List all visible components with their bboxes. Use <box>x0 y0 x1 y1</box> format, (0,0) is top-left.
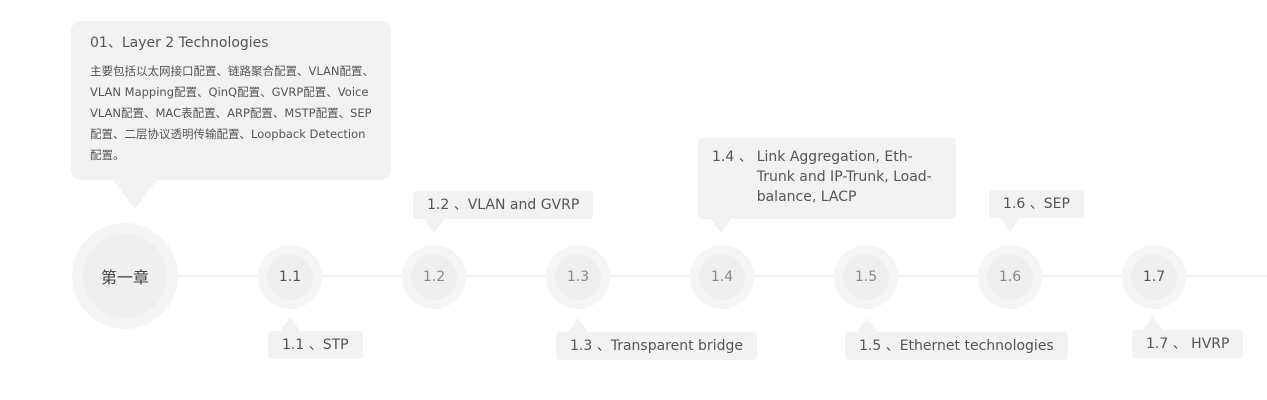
bubble-pointer <box>857 318 877 332</box>
bubble-pointer <box>711 219 731 233</box>
node-1-2[interactable]: 1.2 <box>402 245 466 309</box>
chapter-description: 主要包括以太网接口配置、链路聚合配置、VLAN配置、VLAN Mapping配置… <box>90 64 375 162</box>
node-label: 1.2 <box>411 254 457 300</box>
chapter-node[interactable]: 第一章 <box>72 223 178 329</box>
topic-1-1-label: 1.1 、STP <box>282 337 349 353</box>
chapter-label: 第一章 <box>83 234 167 318</box>
topic-1-4-label: Link Aggregation, Eth-Trunk and IP-Trunk… <box>756 149 932 205</box>
topic-1-3-label: 1.3 、Transparent bridge <box>570 338 743 354</box>
topic-1-5-bubble: 1.5 、Ethernet technologies <box>845 318 1068 360</box>
node-label: 1.7 <box>1131 254 1177 300</box>
topic-1-2-bubble: 1.2 、VLAN and GVRP <box>413 191 594 233</box>
topic-1-3-bubble: 1.3 、Transparent bridge <box>556 318 757 360</box>
node-1-4[interactable]: 1.4 <box>690 245 754 309</box>
topic-1-2-label: 1.2 、VLAN and GVRP <box>427 197 580 213</box>
topic-1-4-bubble: 1.4 、 Link Aggregation, Eth-Trunk and IP… <box>698 138 956 233</box>
node-label: 1.6 <box>987 254 1033 300</box>
topic-1-7-bubble: 1.7 、 HVRP <box>1132 316 1244 358</box>
node-1-5[interactable]: 1.5 <box>834 245 898 309</box>
chapter-summary-bubble: 01、Layer 2 Technologies 主要包括以太网接口配置、链路聚合… <box>71 21 391 209</box>
node-label: 1.5 <box>843 254 889 300</box>
node-1-7[interactable]: 1.7 <box>1122 245 1186 309</box>
topic-1-6-label: 1.6 、SEP <box>1003 196 1070 212</box>
node-label: 1.3 <box>555 254 601 300</box>
node-1-6[interactable]: 1.6 <box>978 245 1042 309</box>
topic-1-1-bubble: 1.1 、STP <box>268 317 363 359</box>
bubble-pointer <box>280 317 300 331</box>
bubble-pointer <box>1000 218 1020 232</box>
node-1-1[interactable]: 1.1 <box>258 245 322 309</box>
topic-1-7-label: 1.7 、 HVRP <box>1146 336 1230 352</box>
topic-1-4-number: 1.4 、 <box>712 149 753 165</box>
bubble-pointer <box>1143 316 1163 330</box>
topic-1-6-bubble: 1.6 、SEP <box>989 190 1084 232</box>
bubble-pointer <box>424 219 444 233</box>
node-1-3[interactable]: 1.3 <box>546 245 610 309</box>
node-label: 1.4 <box>699 254 745 300</box>
node-label: 1.1 <box>267 254 313 300</box>
chapter-title: 01、Layer 2 Technologies <box>90 35 269 51</box>
topic-1-5-label: 1.5 、Ethernet technologies <box>859 338 1054 354</box>
bubble-pointer <box>113 180 157 209</box>
bubble-pointer <box>568 318 588 332</box>
